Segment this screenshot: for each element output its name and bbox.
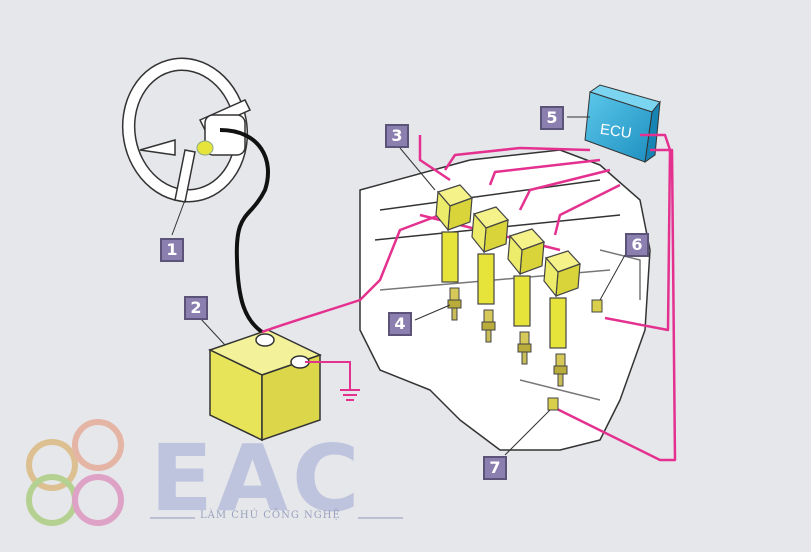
ignition-coil-2 — [471, 206, 510, 305]
callout-leaders — [171, 116, 626, 456]
ecu-box: ECU — [584, 84, 661, 164]
battery — [208, 329, 322, 442]
spark-plug-3 — [517, 331, 532, 365]
callout-6: 6 — [625, 233, 649, 257]
logo-tagline: LÀM CHỦ CÔNG NGHỆ — [200, 510, 341, 521]
logo-wordmark: EAC — [150, 425, 364, 532]
spark-plug-4 — [553, 353, 568, 387]
ecu-label: ECU — [599, 121, 633, 142]
crank-position-sensor — [547, 397, 559, 411]
callout-3: 3 — [385, 124, 409, 148]
ignition-coil-1 — [435, 184, 474, 283]
cam-position-sensor — [591, 299, 603, 313]
callout-5: 5 — [540, 106, 564, 130]
ignition-coil-4 — [543, 250, 582, 349]
eac-logo-icon — [26, 419, 124, 526]
callout-7: 7 — [483, 456, 507, 480]
spark-plug-1 — [447, 287, 462, 321]
ground-symbol — [305, 361, 360, 401]
engine-block — [359, 149, 651, 451]
callout-4: 4 — [388, 312, 412, 336]
callout-1: 1 — [160, 238, 184, 262]
ignition-coils — [435, 184, 582, 349]
steering-wheel — [121, 57, 252, 203]
spark-plug-2 — [481, 309, 496, 343]
spark-plugs — [447, 287, 568, 387]
callout-2: 2 — [184, 296, 208, 320]
ignition-coil-3 — [507, 228, 546, 327]
battery-cable — [219, 128, 270, 334]
